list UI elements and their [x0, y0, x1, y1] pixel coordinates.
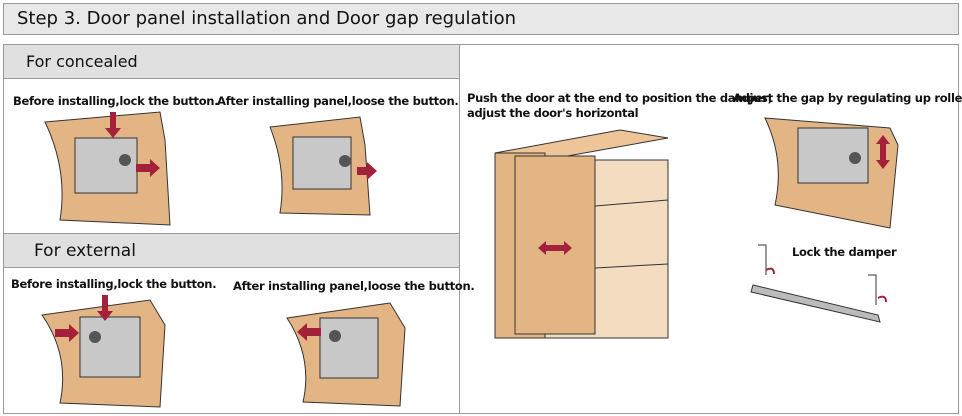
push-caption-line2: adjust the door's horizontal: [467, 106, 639, 120]
damper-illustration: [750, 244, 887, 323]
roller-plate-icon: [74, 137, 138, 194]
concealed-caption-before: Before installing,lock the button.: [13, 94, 219, 108]
concealed-after-illustration: [269, 116, 377, 216]
concealed-before-illustration: [44, 111, 171, 226]
section-divider: [4, 233, 459, 234]
adjust-roller-illustration: [764, 117, 899, 229]
external-caption-before: Before installing,lock the button.: [11, 277, 217, 291]
panel-divider: [459, 44, 460, 414]
adjust-caption: Adjust the gap by regulating up roller: [733, 91, 962, 105]
arrow-down-icon: [97, 295, 113, 321]
hex-key-icon: [758, 244, 767, 275]
arrow-down-icon: [105, 112, 121, 138]
push-caption-line1: Push the door at the end to position the…: [467, 91, 773, 105]
wardrobe-illustration: [494, 129, 669, 339]
instruction-frame: [3, 44, 959, 414]
arrow-right-icon: [357, 162, 377, 180]
arrow-right-icon: [55, 324, 79, 342]
vertical-arrow-icon: [876, 135, 890, 169]
roller-plate-icon: [79, 316, 141, 378]
arrow-left-icon: [297, 323, 321, 341]
damper-bar: [750, 284, 881, 323]
external-caption-after: After installing panel,loose the button.: [233, 279, 475, 293]
concealed-caption-after: After installing panel,loose the button.: [217, 94, 459, 108]
horizontal-arrow-icon: [538, 241, 572, 255]
step-title: Step 3. Door panel installation and Door…: [3, 3, 959, 35]
roller-plate-icon: [319, 317, 379, 379]
lock-damper-caption: Lock the damper: [792, 245, 897, 259]
external-after-illustration: [286, 302, 406, 407]
arrow-right-icon: [136, 159, 160, 177]
hex-key-icon: [868, 274, 877, 305]
external-header: For external: [4, 234, 459, 268]
external-before-illustration: [41, 295, 166, 408]
concealed-header: For concealed: [4, 45, 459, 79]
